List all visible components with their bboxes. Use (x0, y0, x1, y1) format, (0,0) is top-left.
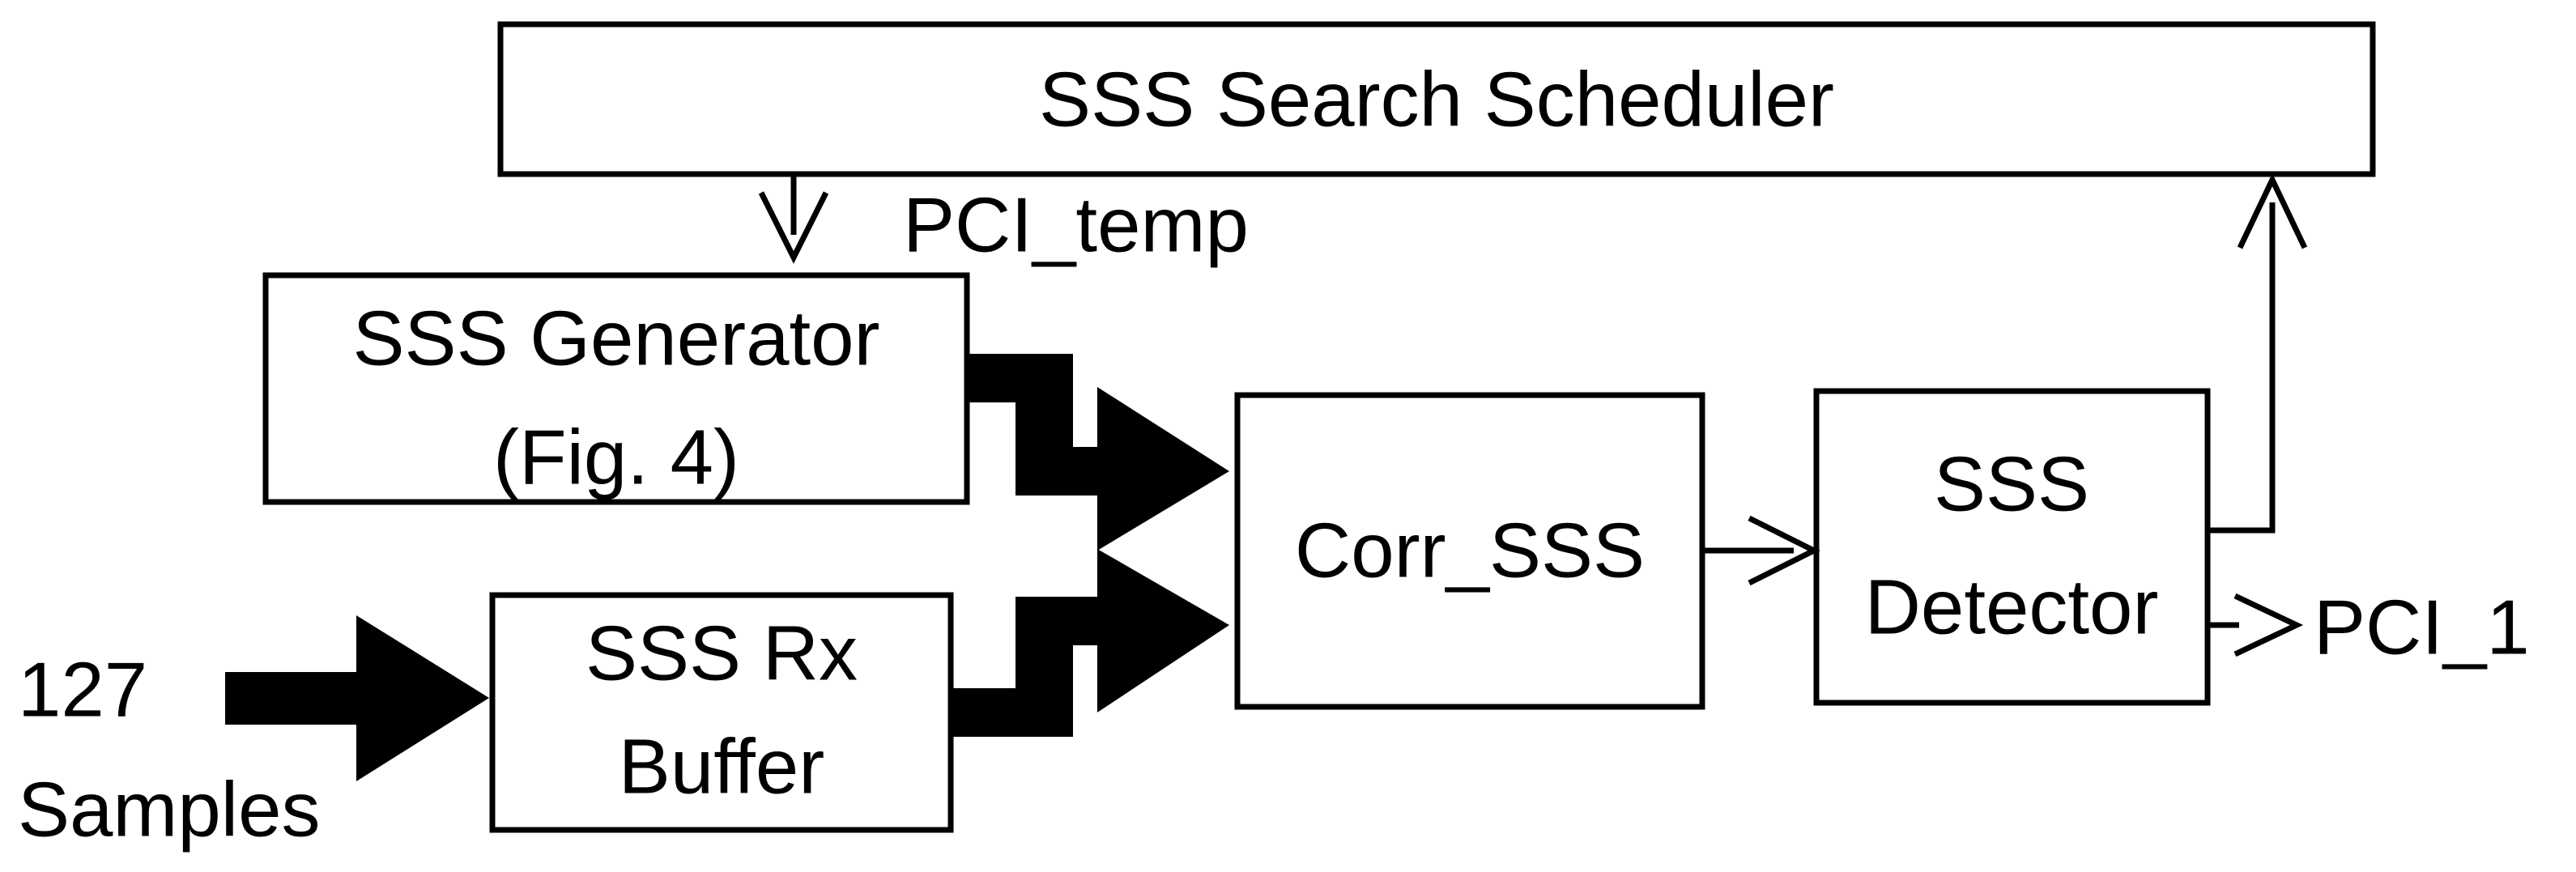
sss-search-scheduler-block: SSS Search Scheduler (497, 21, 2376, 177)
generator-to-corr-bus-arrow (967, 354, 1229, 551)
sss-detector-label-line1: SSS (1934, 441, 2089, 528)
sss-detector-block: SSS Detector (1813, 388, 2211, 706)
pci-temp-arrow (758, 174, 829, 264)
sss-detector-label-line2: Detector (1865, 564, 2159, 651)
sss-generator-block: SSS Generator (Fig. 4) (262, 272, 970, 505)
sss-rx-buffer-block: SSS Rx Buffer (489, 592, 954, 833)
sss-generator-label-line1: SSS Generator (353, 296, 880, 382)
detector-to-scheduler-feedback-arrow (2208, 172, 2308, 534)
sss-rx-buffer-label-line2: Buffer (619, 724, 824, 810)
pci-1-output-label: PCI_1 (2314, 585, 2530, 671)
rx-buffer-to-corr-bus-arrow (951, 549, 1229, 737)
sss-generator-label-line2: (Fig. 4) (493, 415, 739, 501)
corr-sss-block: Corr_SSS (1234, 392, 1705, 710)
sss-rx-buffer-label-line1: SSS Rx (585, 610, 858, 697)
sss-search-scheduler-label: SSS Search Scheduler (1039, 57, 1834, 143)
pci-1-output-arrow (2208, 593, 2304, 657)
pci-temp-label: PCI_temp (903, 182, 1249, 269)
input-samples-bus-arrow (225, 615, 489, 781)
input-samples-count: 127 (18, 647, 147, 734)
corr-to-detector-arrow (1702, 515, 1820, 586)
corr-sss-label: Corr_SSS (1295, 508, 1645, 594)
input-samples-label: Samples (18, 767, 321, 853)
